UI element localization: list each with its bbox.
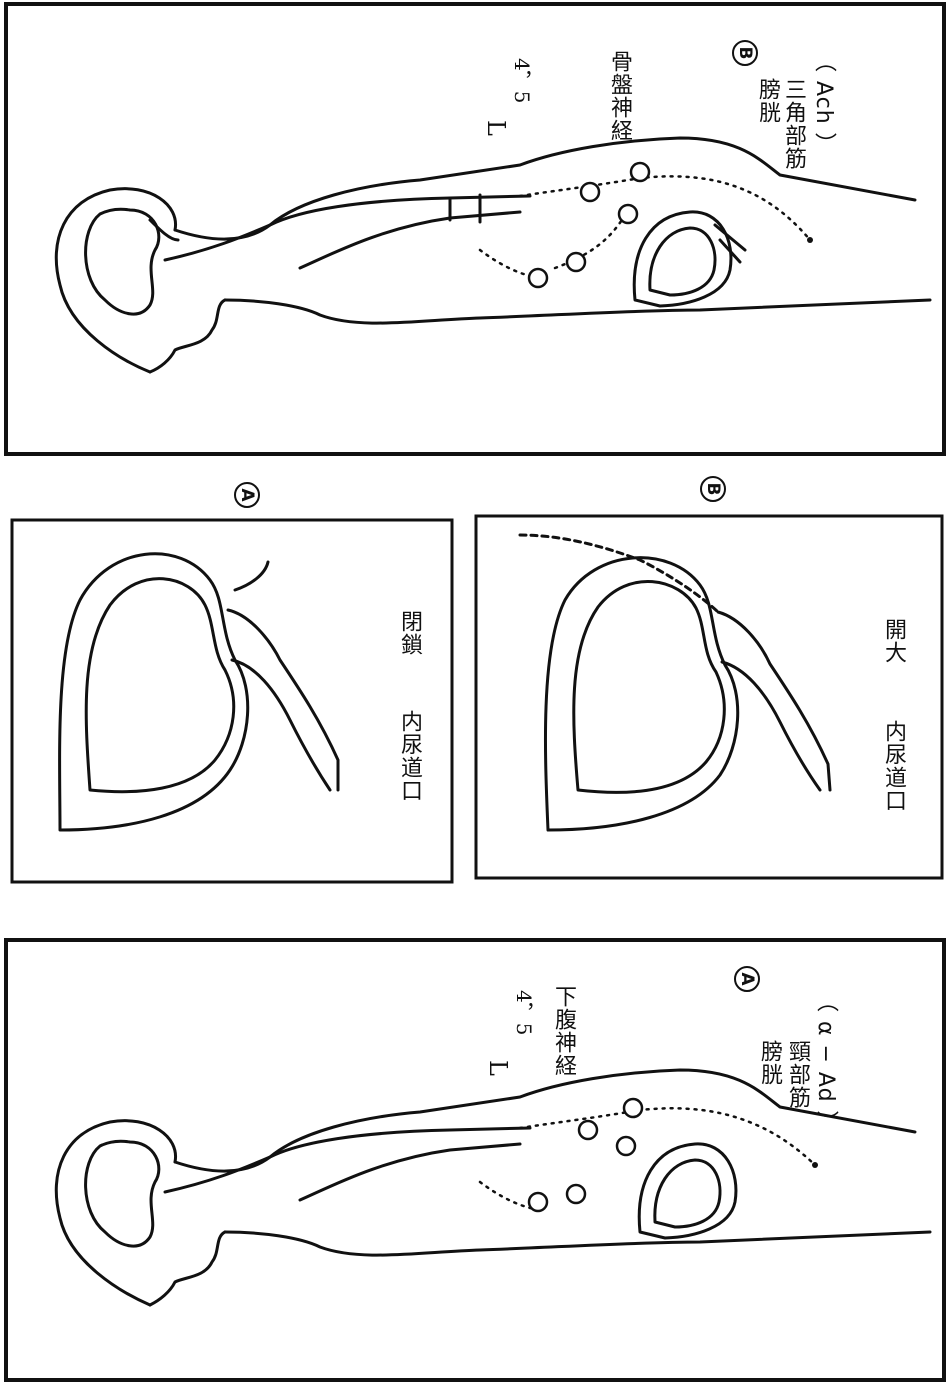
top-endpoint xyxy=(807,237,813,243)
top-brain xyxy=(86,209,159,314)
top-spinal-sub: 4，5 xyxy=(508,58,537,103)
bottom-spinal-sub: 4，5 xyxy=(510,990,539,1035)
top-nerve-label: 骨盤神経 xyxy=(606,50,632,142)
bottom-panel-frame xyxy=(6,940,944,1380)
middle-right-caption-b: 開大 xyxy=(880,618,906,664)
top-spinal-cord xyxy=(165,196,530,260)
middle-left-caption-b: 閉鎖 xyxy=(396,610,422,656)
bottom-nerve-label: 下腹神経 xyxy=(550,985,576,1077)
top-spine-front xyxy=(300,212,520,268)
top-body-figure xyxy=(56,138,930,372)
top-nerve-paths xyxy=(480,176,810,278)
middle-left-marker-a: A xyxy=(234,482,260,508)
top-muscle-line3: （ Ach ） xyxy=(810,50,836,156)
middle-right-marker-b: B xyxy=(700,476,726,502)
top-spinal-label: L xyxy=(482,120,510,136)
bottom-muscle-line1: 膀胱 xyxy=(756,1040,782,1086)
top-head-back xyxy=(56,189,175,372)
top-muscle-line1: 膀胱 xyxy=(754,78,780,124)
bottom-muscle-line2: 頸部筋 xyxy=(784,1040,810,1109)
bottom-muscle-line3: （ α − Ad ） xyxy=(812,990,838,1134)
top-panel-frame xyxy=(6,4,944,454)
middle-left-frame xyxy=(12,520,452,882)
bottom-endpoint xyxy=(812,1162,818,1168)
top-ganglia xyxy=(529,163,649,287)
bottom-nerve-paths xyxy=(480,1108,815,1210)
middle-left-bladder xyxy=(60,554,338,830)
middle-left-caption-a: 内尿道口 xyxy=(396,710,422,802)
top-muscle-line2: 三角部筋 xyxy=(780,78,806,170)
top-face xyxy=(150,300,225,372)
middle-right-caption-a: 内尿道口 xyxy=(880,720,906,812)
bottom-ganglia xyxy=(529,1099,642,1211)
middle-right-bladder xyxy=(520,535,830,830)
bottom-spinal-label: L xyxy=(484,1060,512,1076)
top-front-contour xyxy=(225,300,930,323)
top-marker-b: B xyxy=(732,40,758,66)
bottom-marker-a: A xyxy=(734,966,760,992)
